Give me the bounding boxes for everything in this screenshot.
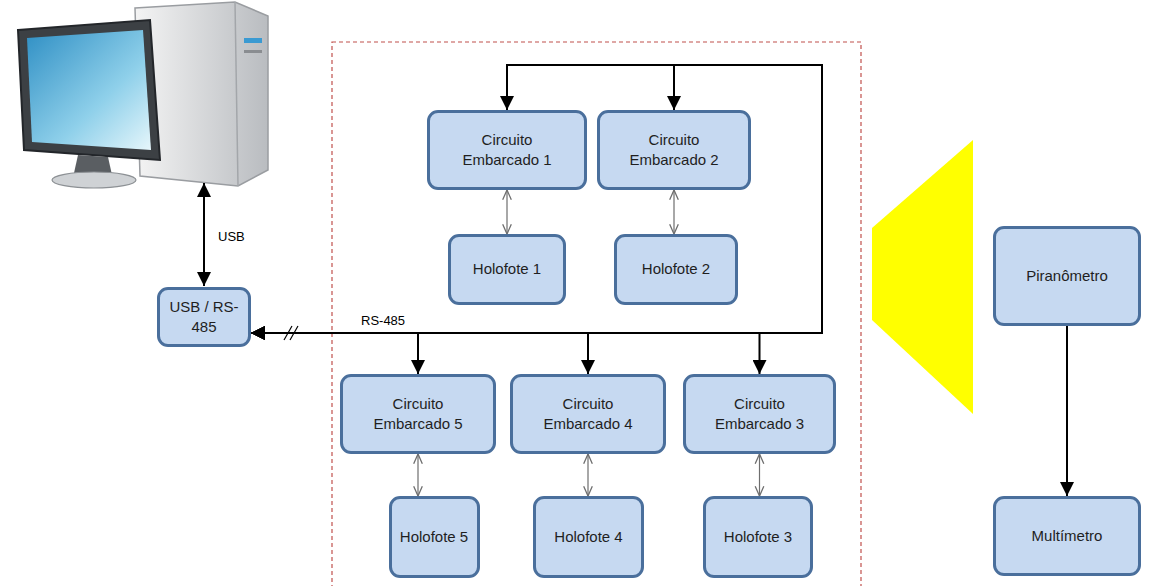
text-wrap: Holofote 2 bbox=[642, 259, 710, 279]
box-label: Holofote 3 bbox=[724, 527, 792, 547]
text-wrap: Piranômetro bbox=[1026, 266, 1108, 286]
process-box: Piranômetro bbox=[993, 226, 1141, 326]
light-beam bbox=[872, 140, 973, 414]
process-box: Holofote 1 bbox=[448, 234, 566, 305]
process-box: USB / RS-485 bbox=[157, 287, 251, 347]
monitor-base bbox=[52, 172, 136, 188]
computer-monitor bbox=[18, 20, 160, 160]
drive-slot bbox=[244, 50, 262, 53]
process-box: Multímetro bbox=[993, 496, 1141, 576]
box-label: USB / RS-485 bbox=[169, 297, 239, 338]
text-wrap: USB / RS-485 bbox=[169, 297, 239, 338]
bus-connector bbox=[251, 65, 822, 333]
text-wrap: Holofote 1 bbox=[473, 259, 541, 279]
process-box: Circuito Embarcado 4 bbox=[510, 374, 666, 454]
box-label: Holofote 1 bbox=[473, 259, 541, 279]
drive-slot bbox=[244, 38, 262, 43]
arrow-connector bbox=[759, 454, 760, 496]
text-wrap: Multímetro bbox=[1032, 526, 1103, 546]
text-wrap: Circuito Embarcado 5 bbox=[363, 394, 473, 435]
text-wrap: Circuito Embarcado 2 bbox=[619, 130, 729, 171]
process-box: Circuito Embarcado 1 bbox=[427, 110, 587, 190]
text-wrap: Holofote 3 bbox=[724, 527, 792, 547]
link-label: USB bbox=[216, 229, 247, 245]
arrow-connector bbox=[673, 190, 674, 234]
bus-label: RS-485 bbox=[359, 313, 407, 329]
box-label: Circuito Embarcado 4 bbox=[533, 394, 643, 435]
box-label: Circuito Embarcado 1 bbox=[452, 130, 562, 171]
box-label: Circuito Embarcado 5 bbox=[363, 394, 473, 435]
box-label: Circuito Embarcado 3 bbox=[705, 394, 815, 435]
box-label: Multímetro bbox=[1032, 526, 1103, 546]
bus-connector bbox=[251, 65, 822, 333]
process-box: Circuito Embarcado 3 bbox=[683, 374, 836, 454]
box-label: Piranômetro bbox=[1026, 266, 1108, 286]
text-wrap: Circuito Embarcado 1 bbox=[452, 130, 562, 171]
box-label: Holofote 2 bbox=[642, 259, 710, 279]
tower-edge bbox=[235, 2, 238, 186]
text-wrap: Holofote 4 bbox=[554, 527, 622, 547]
bus-connector bbox=[251, 333, 760, 374]
box-label: Circuito Embarcado 2 bbox=[619, 130, 729, 171]
text-wrap: Holofote 5 bbox=[400, 527, 468, 547]
process-box: Circuito Embarcado 5 bbox=[340, 374, 496, 454]
text-wrap: Circuito Embarcado 4 bbox=[533, 394, 643, 435]
text-wrap: Circuito Embarcado 3 bbox=[705, 394, 815, 435]
process-box: Holofote 2 bbox=[614, 234, 738, 305]
box-label: Holofote 5 bbox=[400, 527, 468, 547]
bus-connector bbox=[251, 333, 588, 374]
process-box: Circuito Embarcado 2 bbox=[597, 110, 751, 190]
enclosure-outline bbox=[332, 42, 861, 586]
arrow-connector bbox=[506, 190, 507, 234]
box-label: Holofote 4 bbox=[554, 527, 622, 547]
arrow-connector bbox=[417, 454, 418, 496]
bus-connector bbox=[251, 333, 418, 374]
arrow-connector bbox=[587, 454, 588, 496]
monitor-screen bbox=[27, 30, 151, 150]
usb-cable bbox=[203, 183, 205, 286]
process-box: Holofote 5 bbox=[389, 496, 480, 578]
process-box: Holofote 4 bbox=[533, 496, 644, 578]
process-box: Holofote 3 bbox=[703, 496, 813, 578]
arrow-connector bbox=[1066, 326, 1068, 496]
